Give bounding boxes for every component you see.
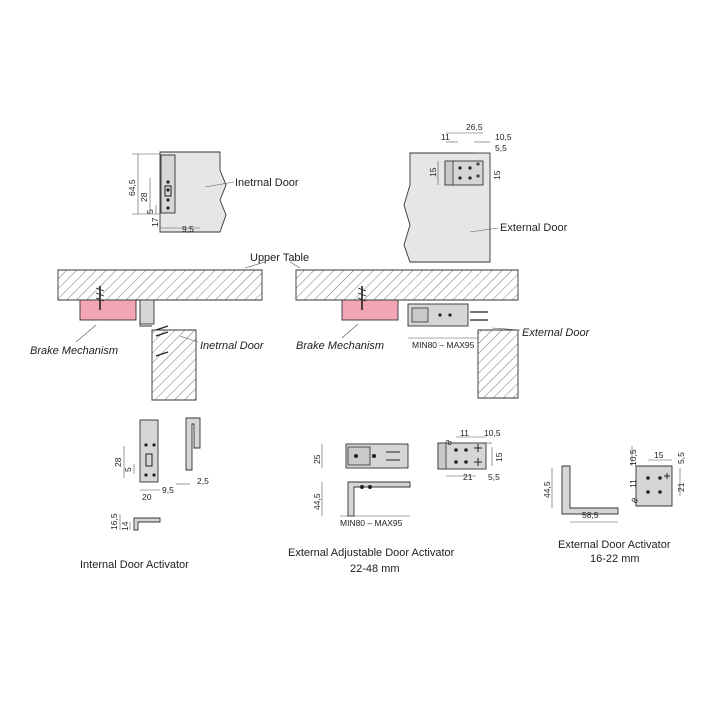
dim-5: 5: [145, 209, 155, 214]
label-external-activator: External Door Activator: [558, 539, 671, 551]
label-min-max-top: MIN80 – MAX95: [412, 340, 475, 350]
dim-internal-5: 5: [123, 467, 133, 472]
dim-internal-28: 28: [113, 457, 123, 467]
internal-section: Brake Mechanism Inetrnal Door: [30, 269, 265, 401]
dim-11: 11: [441, 132, 450, 142]
dim-10-5: 10,5: [495, 132, 512, 142]
dim-plate-11: 11: [460, 428, 469, 438]
label-external-door-section: External Door: [522, 327, 591, 339]
label-external-activator-range: 16-22 mm: [590, 553, 640, 565]
label-brake-left: Brake Mechanism: [30, 345, 118, 357]
external-door-detail: 26,5 11 10,5 5,5 15 15 External Door: [403, 122, 568, 263]
dim-internal-20: 20: [142, 492, 152, 502]
dim-17: 17: [150, 217, 160, 227]
label-upper-table: Upper Table: [250, 252, 309, 264]
external-door-activator: 44,5 58,5 10,5 15 5,5 11 8 21 External D…: [542, 446, 686, 565]
dim-28: 28: [139, 192, 149, 202]
dim-ext-44-5: 44,5: [542, 481, 552, 498]
dim-internal-9-5: 9,5: [162, 485, 174, 495]
dim-15-left: 15: [428, 167, 438, 177]
label-internal-door-section: Inetrnal Door: [200, 340, 265, 352]
dim-5-5: 5,5: [495, 143, 507, 153]
label-internal-door-top: Inetrnal Door: [235, 177, 299, 189]
dim-ext-11: 11: [628, 479, 638, 488]
dim-ext-10-5: 10,5: [628, 449, 638, 466]
internal-door-activator: 28 5 20 9,5 2,5 16,5 14 Internal Door Ac…: [80, 417, 209, 571]
dim-adjustable-44-5: 44,5: [312, 493, 322, 510]
dim-64-5: 64,5: [127, 179, 137, 196]
dim-26-5: 26,5: [466, 122, 483, 132]
dim-plate-8: 8: [443, 438, 454, 447]
label-min-max-bottom: MIN80 – MAX95: [340, 518, 403, 528]
label-external-adjustable-range: 22-48 mm: [350, 563, 400, 575]
label-external-door-top: External Door: [500, 222, 568, 234]
external-section: MIN80 – MAX95 Brake Mechanism External D…: [295, 269, 591, 399]
dim-adjustable-25: 25: [312, 454, 322, 464]
dim-internal-2-5: 2,5: [197, 476, 209, 486]
dim-plate-5-5: 5,5: [488, 472, 500, 482]
dim-ext-5-5: 5,5: [676, 452, 686, 464]
label-external-adjustable-activator: External Adjustable Door Activator: [288, 547, 455, 559]
dim-internal-14: 14: [120, 521, 130, 531]
dim-ext-21: 21: [676, 482, 686, 492]
dim-ext-8: 8: [629, 496, 640, 505]
internal-door-detail: 64,5 28 5 17 9,5 Inetrnal Door: [127, 151, 299, 234]
label-brake-right: Brake Mechanism: [296, 340, 384, 352]
dim-ext-15: 15: [654, 450, 664, 460]
dim-ext-58-5: 58,5: [582, 510, 599, 520]
external-adjustable-activator: 25 44,5 MIN80 – MAX95 11 10,5 8 15 21 5,…: [288, 428, 504, 575]
label-internal-activator: Internal Door Activator: [80, 559, 189, 571]
dim-plate-15: 15: [494, 452, 504, 462]
dim-15-right: 15: [492, 170, 502, 180]
dim-9-5: 9,5: [182, 224, 194, 234]
dim-plate-10-5: 10,5: [484, 428, 501, 438]
dim-plate-21: 21: [463, 472, 473, 482]
dim-internal-16-5: 16,5: [109, 513, 119, 530]
